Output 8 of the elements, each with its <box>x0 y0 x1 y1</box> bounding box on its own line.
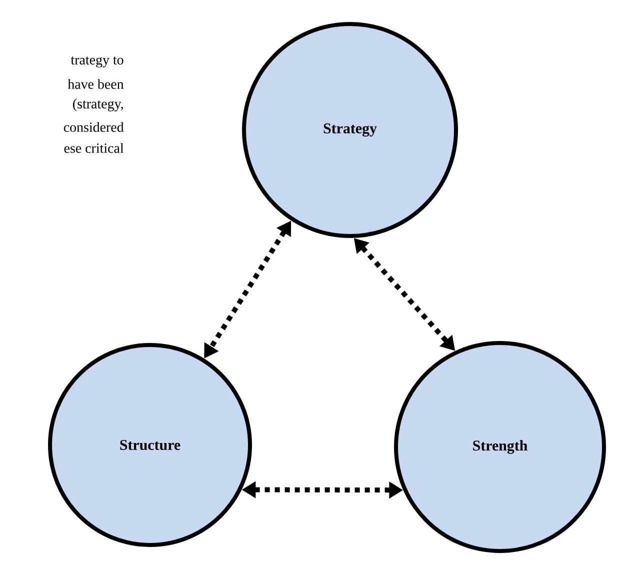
text-line: trategy to <box>70 56 124 68</box>
circle-node: Structure <box>48 343 252 547</box>
text-line: considered <box>64 122 124 132</box>
text-line: (strategy, <box>73 98 123 112</box>
text-line: have been <box>68 79 124 89</box>
circle-node: Strength <box>394 341 606 553</box>
text-line: ese critical <box>64 143 124 153</box>
circle-node: Strategy <box>242 22 458 238</box>
